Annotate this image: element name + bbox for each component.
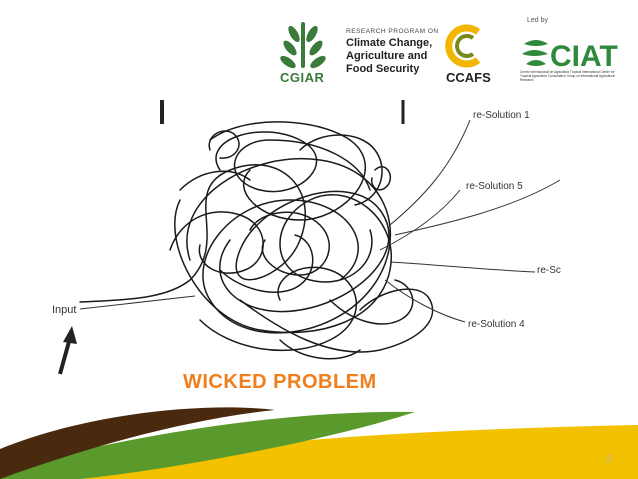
page-number: 2 — [606, 454, 612, 465]
